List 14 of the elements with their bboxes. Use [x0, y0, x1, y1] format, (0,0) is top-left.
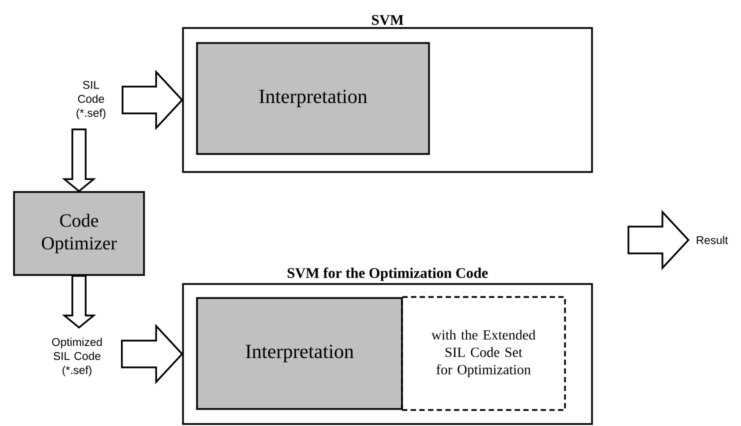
node-label: SVM for the Optimization Code — [288, 267, 488, 281]
input-label: Optimized SIL Code (*.sef) — [52, 338, 102, 376]
process-box: Code Optimizer — [13, 191, 145, 276]
arrow — [122, 70, 184, 130]
arrow — [121, 324, 184, 384]
dashed-box: with the Extended SIL Code Set for Optimization — [401, 296, 566, 411]
arrow — [628, 210, 690, 270]
input-label: Result — [696, 236, 728, 244]
process-box: Interpretation — [196, 297, 403, 410]
process-box: Interpretation — [196, 42, 430, 155]
input-label: SIL Code (*.sef) — [76, 80, 106, 120]
node-label: SVM — [372, 15, 404, 25]
arrow — [62, 128, 96, 192]
arrow — [62, 275, 96, 329]
